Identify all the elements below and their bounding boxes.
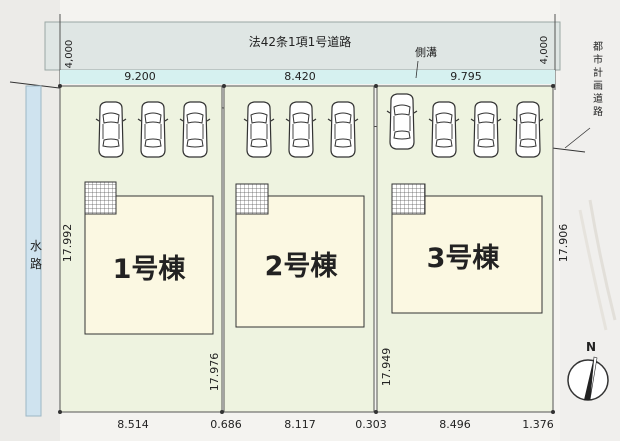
lot-2-rear-offset: 0.303 xyxy=(355,418,387,431)
car-icon xyxy=(512,101,544,158)
waterway xyxy=(25,85,42,417)
planned-road-label-5: 道 xyxy=(593,92,603,105)
lot-2-rear: 8.117 xyxy=(284,418,316,431)
waterway-label-1: 水 xyxy=(30,239,42,253)
lot-3-left-depth: 17.949 xyxy=(380,348,393,387)
building-2-entrance xyxy=(235,183,269,215)
car-icon xyxy=(243,101,275,158)
lot-3-frontage: 9.795 xyxy=(450,70,482,83)
car-icon xyxy=(137,101,169,158)
lot-3-rear: 8.496 xyxy=(439,418,471,431)
building-2 xyxy=(235,195,365,328)
road xyxy=(44,21,561,71)
building-3-entrance xyxy=(391,183,426,215)
parking-lot-2 xyxy=(243,101,359,158)
lot-1-rear-offset: 0.686 xyxy=(210,418,242,431)
building-1-entrance xyxy=(84,181,117,215)
gutter-leader xyxy=(415,60,419,79)
car-icon xyxy=(95,101,127,158)
building-1 xyxy=(84,195,214,335)
north-arrow-icon: N xyxy=(567,340,609,401)
road-label: 法42条1項1号道路 xyxy=(249,34,352,49)
lot-1-rear: 8.514 xyxy=(117,418,149,431)
lot-1-frontage: 9.200 xyxy=(124,70,156,83)
lot-3-right-depth: 17.906 xyxy=(557,224,570,263)
gutter xyxy=(60,70,555,84)
building-3 xyxy=(391,195,543,314)
car-icon xyxy=(327,101,359,158)
lot-2-frontage: 8.420 xyxy=(284,70,316,83)
road-width-right: 4,000 xyxy=(539,36,550,65)
planned-road-label-1: 都 xyxy=(593,41,603,53)
planned-road-label-2: 市 xyxy=(593,53,603,66)
car-icon xyxy=(285,101,317,158)
planned-road-leader xyxy=(564,127,591,149)
car-icon xyxy=(470,101,502,158)
planned-road-label-3: 計 xyxy=(593,66,603,79)
road-width-left: 4,000 xyxy=(64,40,75,69)
planned-road-label-6: 路 xyxy=(593,105,603,118)
building-3-label: 3号棟 xyxy=(427,243,501,274)
car-icon xyxy=(428,101,460,158)
building-2-label: 2号棟 xyxy=(265,251,339,282)
car-icon xyxy=(386,93,418,150)
gutter-label: 側溝 xyxy=(415,46,437,59)
parking-lot-1 xyxy=(95,101,211,158)
waterway-label-2: 路 xyxy=(30,256,42,271)
lot-1-left-depth: 17.992 xyxy=(61,224,74,263)
north-label: N xyxy=(586,340,596,354)
planned-road-label-4: 画 xyxy=(593,81,603,92)
building-1-label: 1号棟 xyxy=(113,254,187,285)
lot-1-right-depth: 17.976 xyxy=(208,353,221,392)
car-icon xyxy=(179,101,211,158)
lot-3-rear-offset: 1.376 xyxy=(522,418,554,431)
